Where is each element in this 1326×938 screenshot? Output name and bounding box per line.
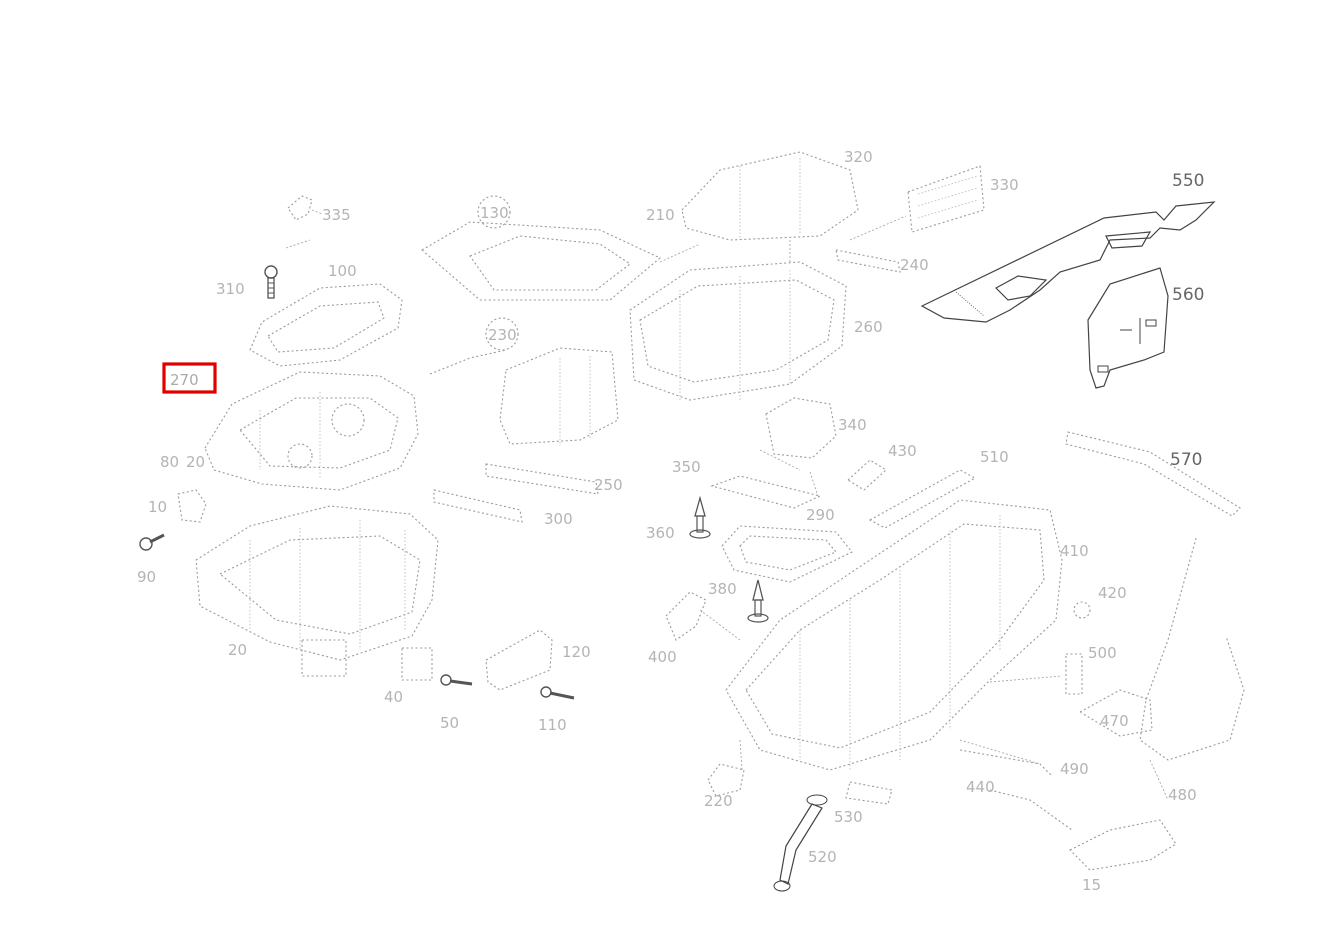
part-530-bracket <box>845 781 893 805</box>
part-240-rod <box>835 249 901 273</box>
callout-440[interactable]: 440 <box>966 778 995 796</box>
callout-330[interactable]: 330 <box>990 176 1019 194</box>
part-460-screw <box>540 686 575 700</box>
part-drawings <box>139 151 1245 892</box>
callout-470[interactable]: 470 <box>1100 712 1129 730</box>
callout-530[interactable]: 530 <box>834 808 863 826</box>
part-220-pipe <box>707 763 745 797</box>
callout-20b[interactable]: 20 <box>186 453 205 471</box>
leader-lines <box>285 215 1169 801</box>
callout-90[interactable]: 90 <box>137 568 156 586</box>
callout-100[interactable]: 100 <box>328 262 357 280</box>
part-40-block <box>401 647 433 681</box>
callout-500[interactable]: 500 <box>1088 644 1117 662</box>
callout-410[interactable]: 410 <box>1060 542 1089 560</box>
callout-240[interactable]: 240 <box>900 256 929 274</box>
part-250-rod <box>485 463 599 495</box>
part-90-screw <box>139 533 165 551</box>
part-290-frame-gasket <box>721 525 853 583</box>
part-main-valve-body <box>725 459 1063 771</box>
part-330-filter <box>907 165 985 233</box>
callout-110[interactable]: 110 <box>538 716 567 734</box>
callout-300[interactable]: 300 <box>544 510 573 528</box>
callout-350[interactable]: 350 <box>672 458 701 476</box>
part-360-screw <box>689 495 711 539</box>
part-310-screw <box>264 265 278 299</box>
callout-290[interactable]: 290 <box>806 506 835 524</box>
callout-50[interactable]: 50 <box>440 714 459 732</box>
part-520-pipe <box>773 794 828 892</box>
callout-520[interactable]: 520 <box>808 848 837 866</box>
part-420-ring <box>1073 601 1091 619</box>
callout-420[interactable]: 420 <box>1098 584 1127 602</box>
callout-310[interactable]: 310 <box>216 280 245 298</box>
callout-360[interactable]: 360 <box>646 524 675 542</box>
callout-210[interactable]: 210 <box>646 206 675 224</box>
callout-480[interactable]: 480 <box>1168 786 1197 804</box>
callout-560[interactable]: 560 <box>1172 285 1204 305</box>
callout-510[interactable]: 510 <box>980 448 1009 466</box>
callout-130[interactable]: 130 <box>480 204 509 222</box>
callout-120[interactable]: 120 <box>562 643 591 661</box>
part-350-gasket <box>710 475 822 509</box>
part-100-cover <box>249 283 403 367</box>
part-335-clip <box>287 195 323 221</box>
part-300-spring <box>433 489 523 523</box>
callout-40[interactable]: 40 <box>384 688 403 706</box>
selected-callout-highlight <box>162 362 217 394</box>
callout-230[interactable]: 230 <box>488 326 517 344</box>
part-490-rod <box>959 749 1053 777</box>
callout-430[interactable]: 430 <box>888 442 917 460</box>
callout-20[interactable]: 20 <box>228 641 247 659</box>
callout-260[interactable]: 260 <box>854 318 883 336</box>
callout-labels: 335 100 310 270 20 80 10 90 20 40 50 120… <box>137 148 1204 894</box>
part-120-block <box>485 629 553 691</box>
part-570-rod <box>1065 431 1241 517</box>
callout-220[interactable]: 220 <box>704 792 733 810</box>
callout-490[interactable]: 490 <box>1060 760 1089 778</box>
part-550-plate <box>920 201 1216 323</box>
callout-15[interactable]: 15 <box>1082 876 1101 894</box>
part-340-cluster <box>765 397 837 459</box>
part-260-valve-body <box>629 261 847 402</box>
callout-270[interactable]: 270 <box>170 371 199 389</box>
callout-400[interactable]: 400 <box>648 648 677 666</box>
callout-335[interactable]: 335 <box>322 206 351 224</box>
callout-250[interactable]: 250 <box>594 476 623 494</box>
part-50-screw <box>440 674 473 686</box>
part-130-gasket <box>421 195 662 301</box>
part-380-screw <box>747 579 769 623</box>
part-320-top-piece <box>681 151 859 241</box>
part-400-clip <box>665 591 707 641</box>
callout-10[interactable]: 10 <box>148 498 167 516</box>
part-500-pins <box>1065 653 1083 695</box>
callout-550[interactable]: 550 <box>1172 171 1204 191</box>
part-270-upper-housing <box>204 371 419 491</box>
part-480-harness <box>989 537 1245 871</box>
callout-380[interactable]: 380 <box>708 580 737 598</box>
part-20-lower-housing <box>195 505 439 677</box>
callout-570[interactable]: 570 <box>1170 450 1202 470</box>
part-80-bracket <box>177 489 207 523</box>
callout-320[interactable]: 320 <box>844 148 873 166</box>
callout-340[interactable]: 340 <box>838 416 867 434</box>
part-560-separator-plate <box>1087 267 1169 389</box>
callout-80[interactable]: 80 <box>160 453 179 471</box>
part-230-solenoid-block <box>429 317 619 446</box>
